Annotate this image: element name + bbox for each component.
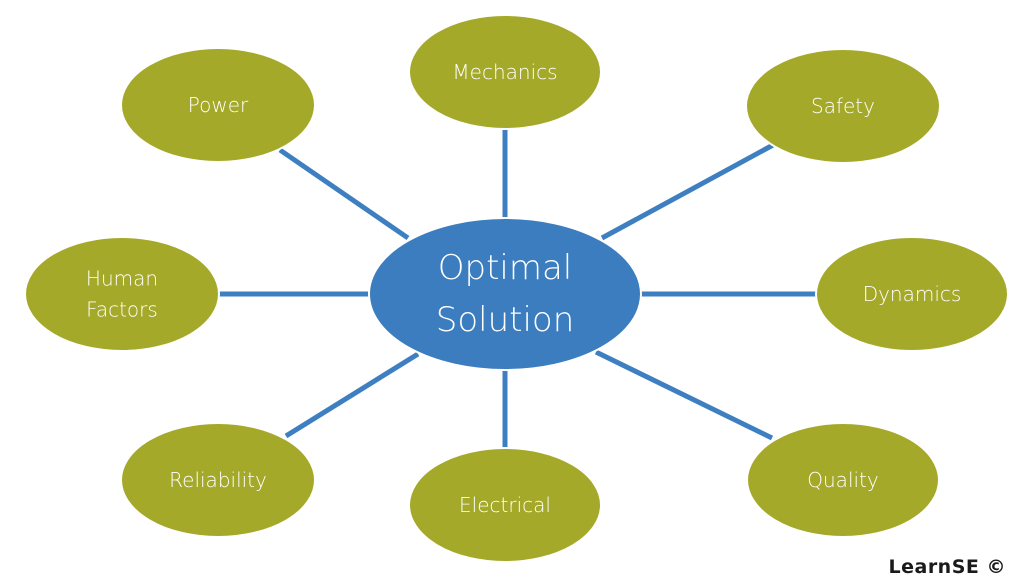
node-quality: Quality bbox=[746, 422, 940, 538]
connector-safety bbox=[600, 142, 775, 241]
node-mechanics-ellipse bbox=[408, 14, 602, 130]
node-safety: Safety bbox=[745, 48, 941, 164]
center-label: Optimal bbox=[438, 248, 573, 288]
node-quality-label: Quality bbox=[807, 468, 878, 492]
node-power-ellipse bbox=[120, 47, 316, 163]
center-label: Solution bbox=[436, 300, 575, 340]
node-mechanics-label: Mechanics bbox=[452, 60, 557, 84]
node-electrical-ellipse bbox=[408, 447, 602, 563]
node-power-label: Power bbox=[188, 93, 249, 117]
node-mechanics: Mechanics bbox=[408, 14, 602, 130]
node-human-factors-label: Factors bbox=[86, 298, 158, 322]
connectors bbox=[218, 128, 816, 448]
node-dynamics: Dynamics bbox=[815, 236, 1009, 352]
node-dynamics-ellipse bbox=[815, 236, 1009, 352]
node-human-factors-ellipse bbox=[24, 236, 220, 352]
learnse-watermark: LearnSE © bbox=[888, 556, 1006, 578]
node-safety-label: Safety bbox=[811, 94, 875, 118]
node-safety-ellipse bbox=[745, 48, 941, 164]
connector-reliability bbox=[284, 351, 420, 439]
node-electrical-label: Electrical bbox=[459, 493, 551, 517]
center-ellipse bbox=[368, 217, 642, 371]
node-human-factors-label: Human bbox=[86, 267, 158, 291]
node-electrical: Electrical bbox=[408, 447, 602, 563]
connector-power bbox=[278, 147, 410, 241]
node-dynamics-label: Dynamics bbox=[863, 282, 962, 306]
node-reliability-ellipse bbox=[120, 422, 316, 538]
node-power: Power bbox=[120, 47, 316, 163]
node-reliability: Reliability bbox=[120, 422, 316, 538]
connector-quality bbox=[594, 349, 774, 441]
node-reliability-label: Reliability bbox=[169, 468, 267, 492]
node-quality-ellipse bbox=[746, 422, 940, 538]
